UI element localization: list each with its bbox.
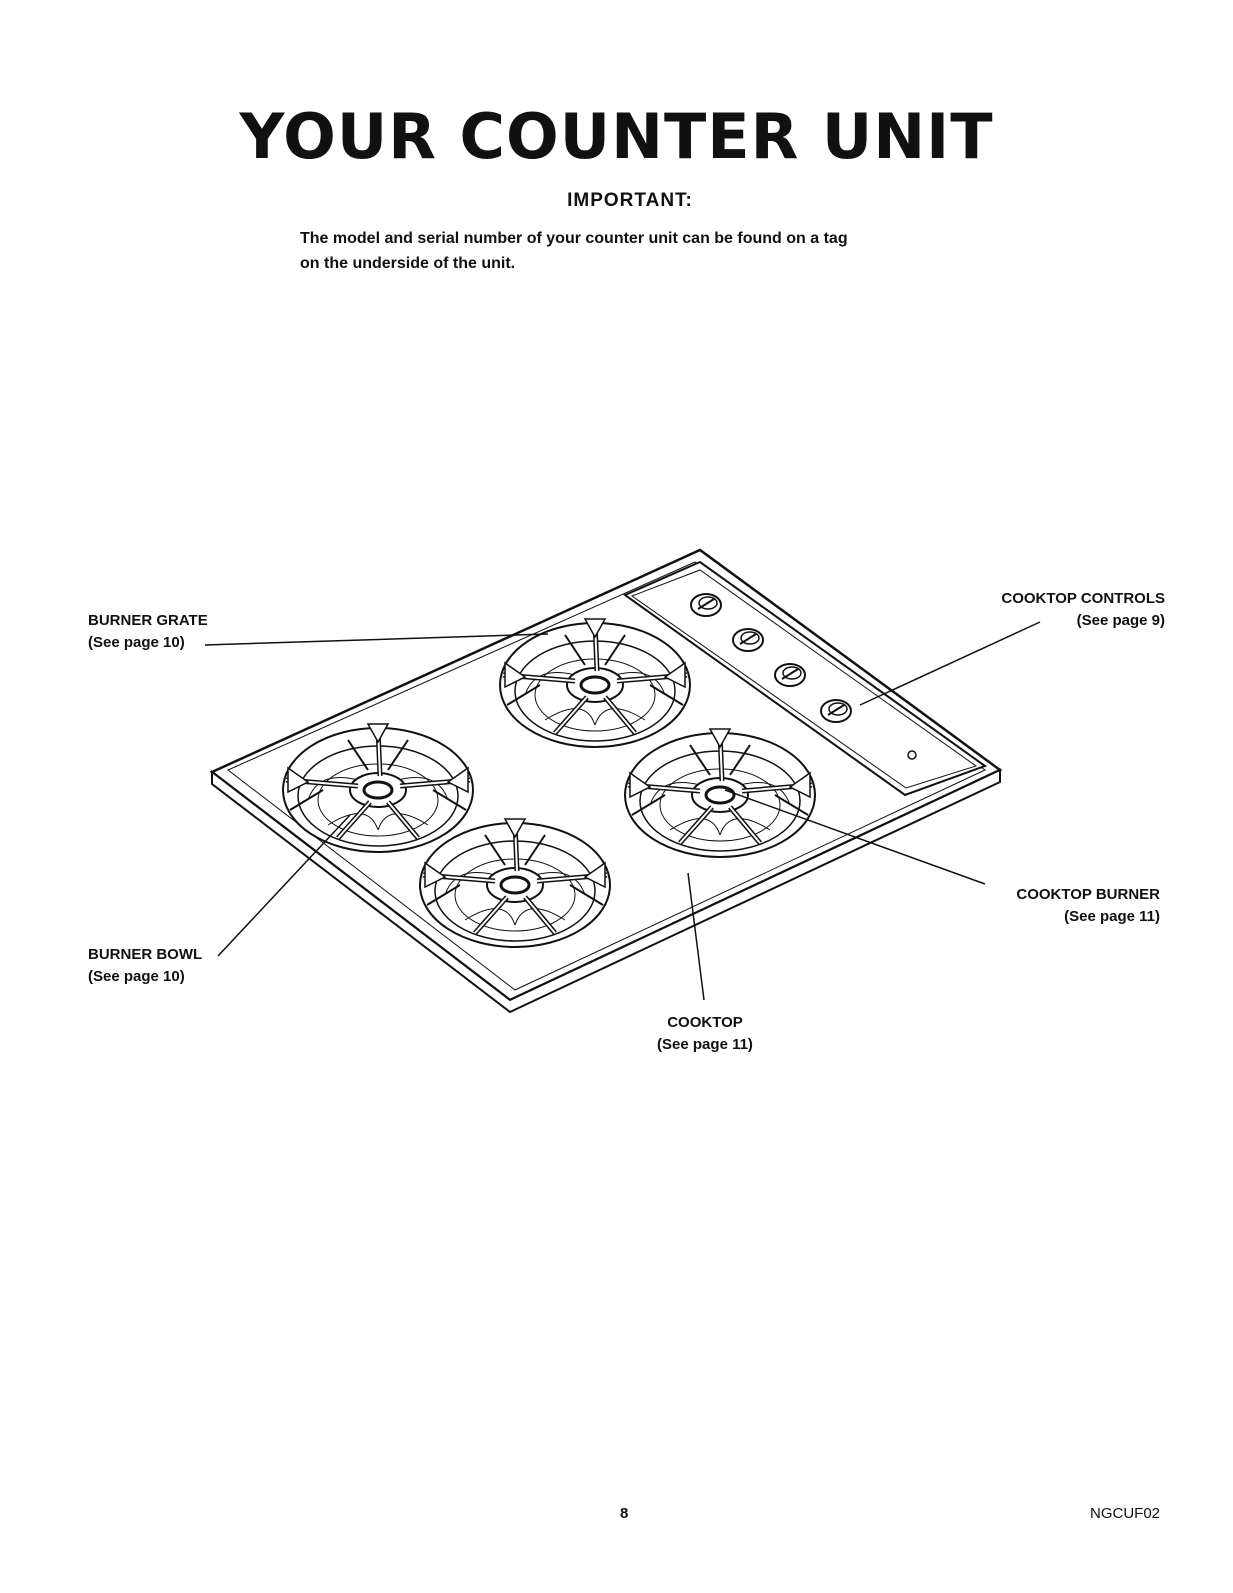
cooktop-ref: (See page 11) — [640, 1034, 770, 1056]
control-knob-4 — [821, 700, 851, 722]
leader-cooktop-controls — [860, 622, 1040, 705]
label-burner-bowl: BURNER BOWL (See page 10) — [88, 944, 202, 988]
cooktop-controls-ref: (See page 9) — [975, 610, 1165, 632]
control-knob-1 — [691, 594, 721, 616]
control-knob-3 — [775, 664, 805, 686]
burner-bowl-name: BURNER BOWL — [88, 944, 202, 966]
cooktop-controls-name: COOKTOP CONTROLS — [975, 588, 1165, 610]
indicator-light — [908, 751, 916, 759]
label-cooktop-controls: COOKTOP CONTROLS (See page 9) — [975, 588, 1165, 632]
cooktop-burner-ref: (See page 11) — [960, 906, 1160, 928]
burner-grate-ref: (See page 10) — [88, 632, 208, 654]
label-cooktop: COOKTOP (See page 11) — [640, 1012, 770, 1056]
page-number: 8 — [620, 1505, 628, 1522]
cooktop-name: COOKTOP — [640, 1012, 770, 1034]
label-burner-grate: BURNER GRATE (See page 10) — [88, 610, 208, 654]
control-knob-2 — [733, 629, 763, 651]
burner-grate-name: BURNER GRATE — [88, 610, 208, 632]
label-cooktop-burner: COOKTOP BURNER (See page 11) — [960, 884, 1160, 928]
cooktop-burner-name: COOKTOP BURNER — [960, 884, 1160, 906]
document-code: NGCUF02 — [1090, 1505, 1160, 1522]
burner-bowl-ref: (See page 10) — [88, 966, 202, 988]
